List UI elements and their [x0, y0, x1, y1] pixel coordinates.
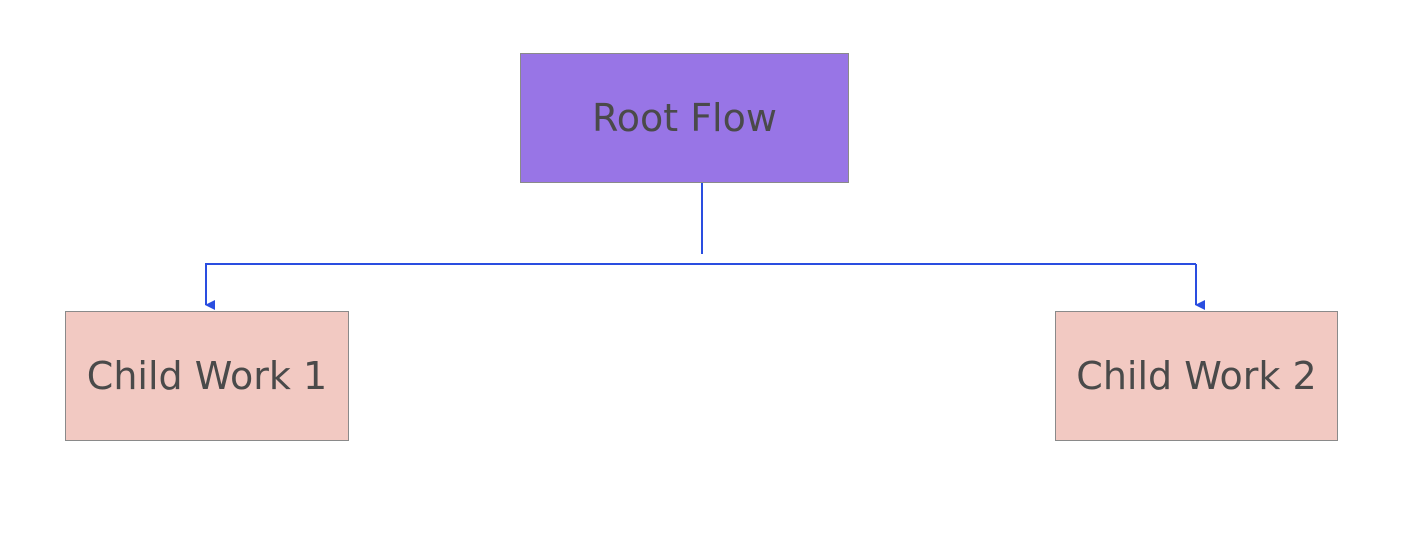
- node-root-flow-label: Root Flow: [592, 96, 777, 140]
- node-child-work-2[interactable]: Child Work 2: [1055, 311, 1338, 441]
- node-root-flow[interactable]: Root Flow: [520, 53, 849, 183]
- node-child-work-2-label: Child Work 2: [1076, 354, 1317, 398]
- node-child-work-1-label: Child Work 1: [86, 354, 328, 398]
- node-child-work-1[interactable]: Child Work 1: [65, 311, 349, 441]
